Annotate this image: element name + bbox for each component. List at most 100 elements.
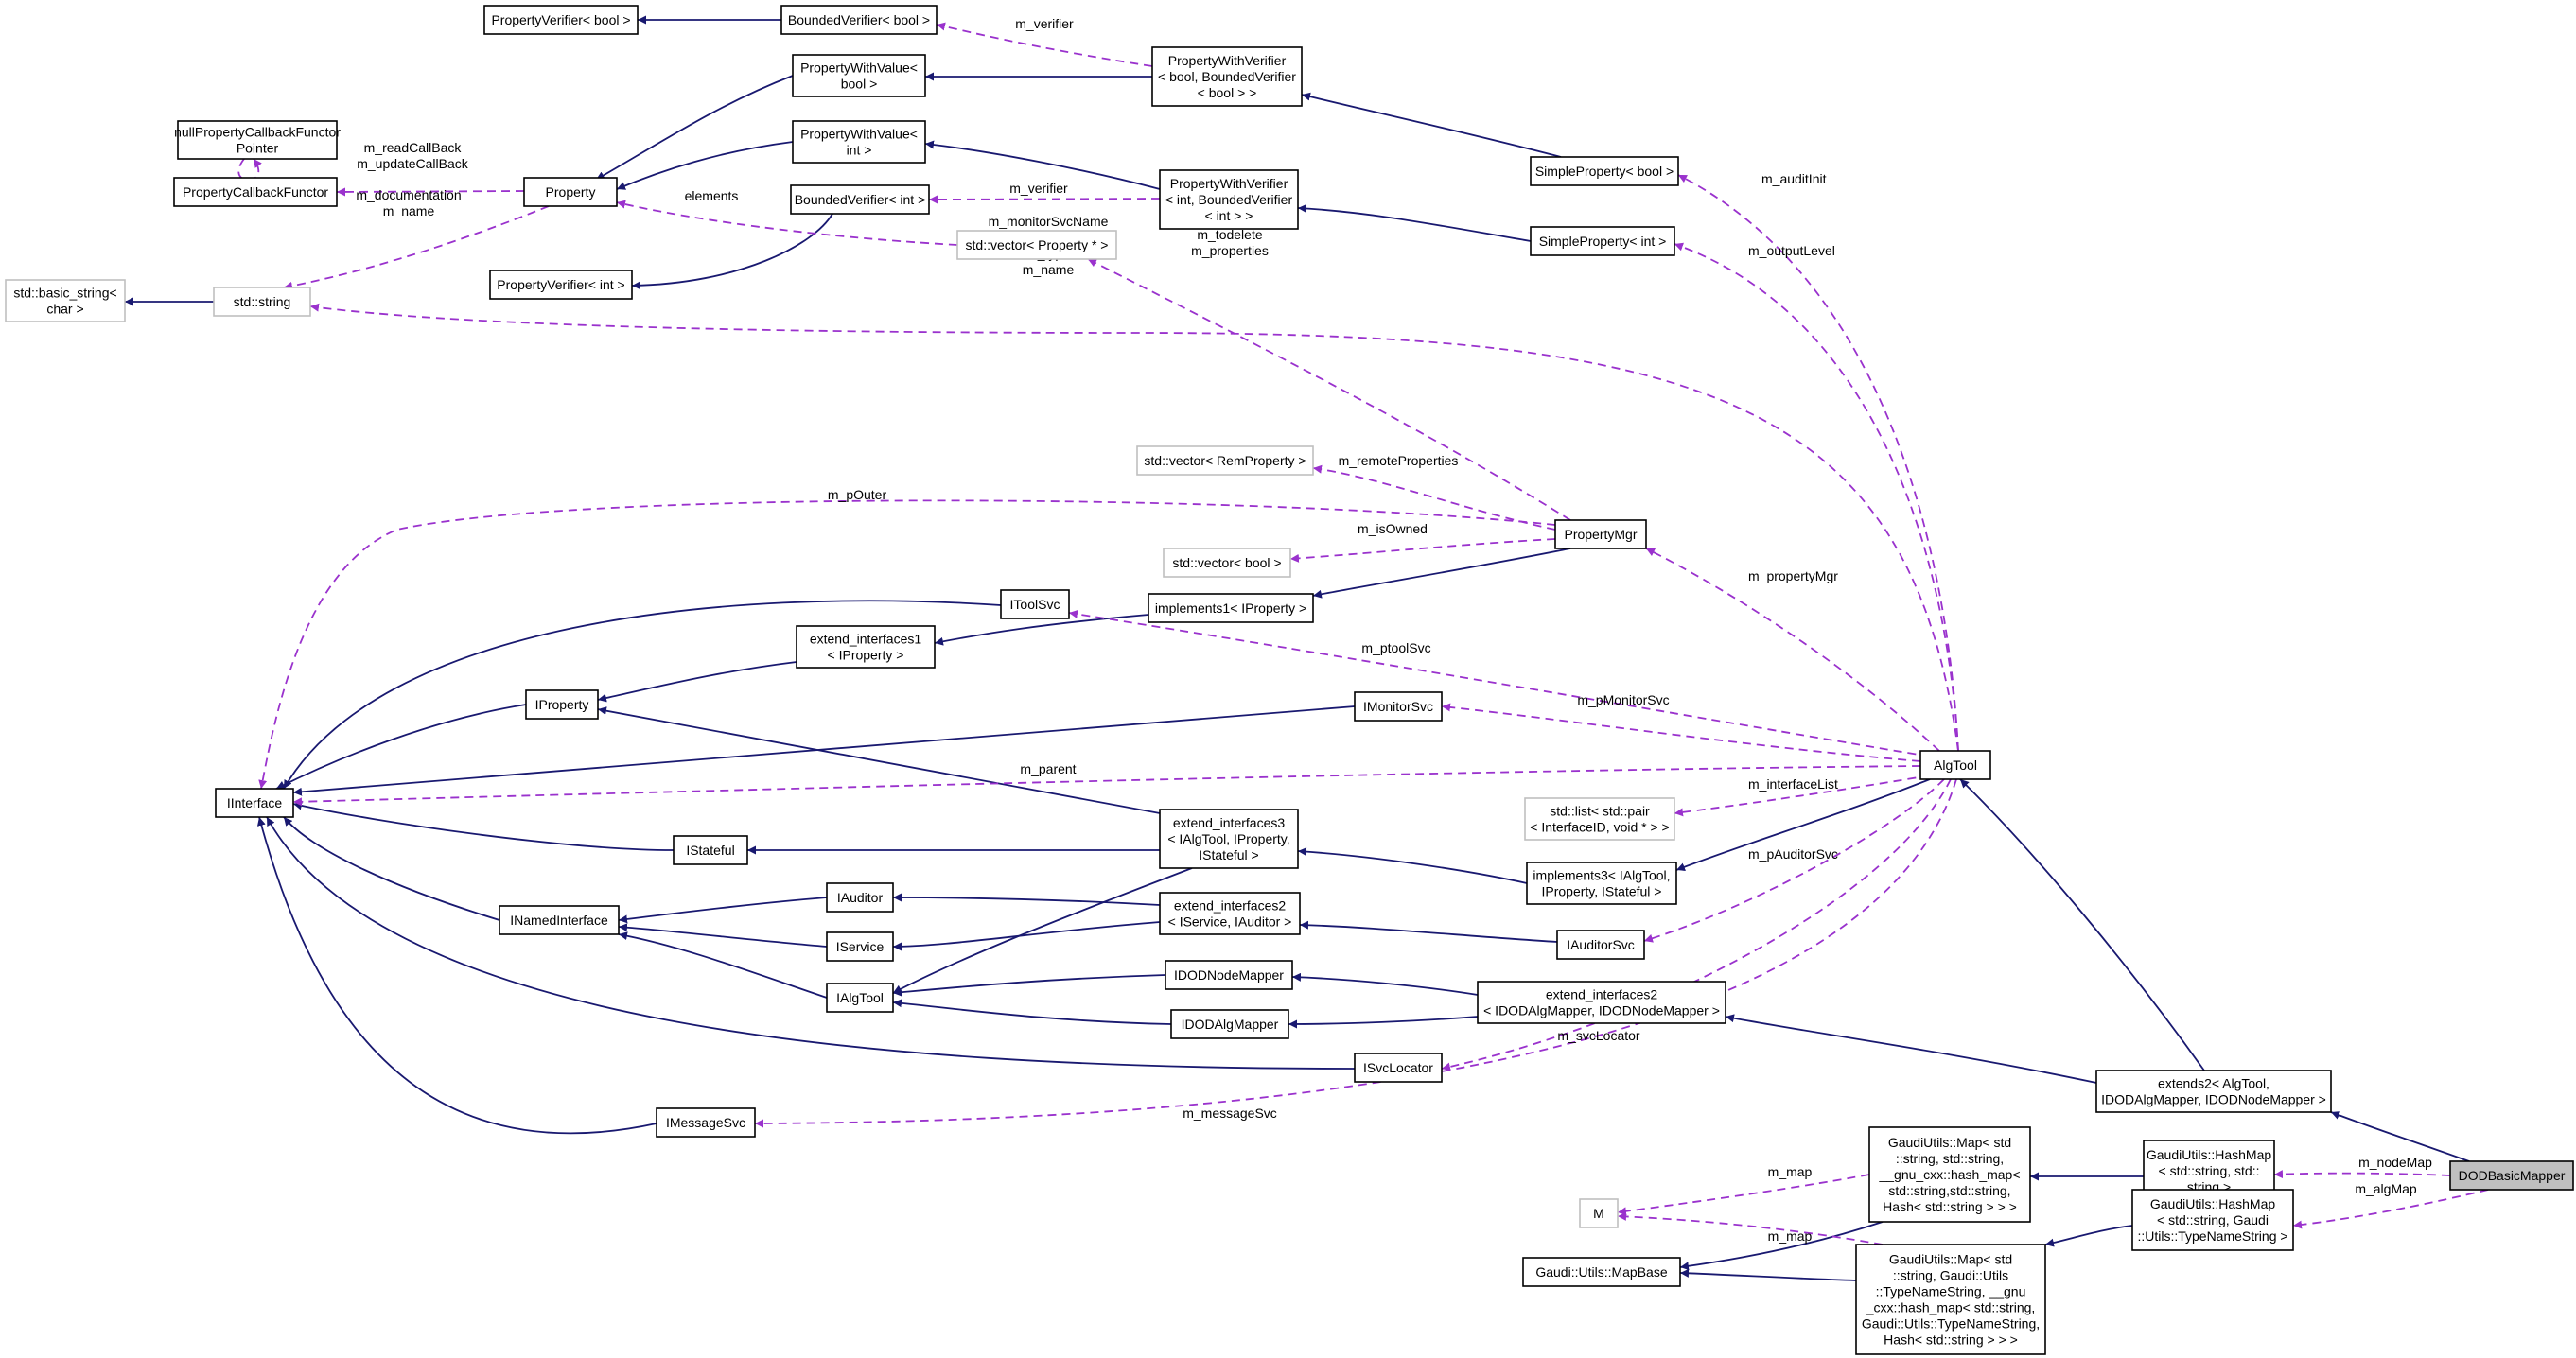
usage-edge-algtool-to-prop-mgr bbox=[1645, 548, 1940, 752]
class-name-line: IAuditor bbox=[837, 890, 884, 905]
class-node-sp-bool[interactable]: SimpleProperty< bool > bbox=[1530, 156, 1679, 186]
class-node-idod-alg[interactable]: IDODAlgMapper bbox=[1170, 1009, 1289, 1039]
usage-edge-algtool-to-isvclocator bbox=[1441, 778, 1952, 1071]
class-node-vec-bool[interactable]: std::vector< bool > bbox=[1163, 548, 1291, 578]
class-name-line: Hash< std::string > > > bbox=[1884, 1332, 2018, 1348]
class-node-std-string[interactable]: std::string bbox=[213, 287, 311, 317]
inheritance-edge-istateful-to-iinterface bbox=[292, 801, 675, 851]
class-node-M[interactable]: M bbox=[1579, 1198, 1619, 1228]
inheritance-edge-isvclocator-to-iinterface bbox=[266, 816, 1356, 1070]
class-node-extends2[interactable]: extends2< AlgTool,IDODAlgMapper, IDODNod… bbox=[2095, 1070, 2332, 1113]
class-node-pwv-int-ver[interactable]: PropertyWithVerifier< int, BoundedVerifi… bbox=[1159, 169, 1299, 230]
class-node-impl3[interactable]: implements3< IAlgTool,IProperty, IStatef… bbox=[1526, 862, 1677, 905]
class-box bbox=[177, 120, 338, 160]
class-name-line: ::TypeNameString, __gnu bbox=[1876, 1284, 2026, 1299]
class-node-imessagesvc[interactable]: IMessageSvc bbox=[656, 1107, 756, 1138]
class-node-iservice[interactable]: IService bbox=[826, 931, 894, 962]
class-name-line: Pointer bbox=[237, 141, 279, 156]
class-name-line: std::basic_string< bbox=[13, 286, 116, 301]
class-node-pwv-bool-ver[interactable]: PropertyWithVerifier< bool, BoundedVerif… bbox=[1151, 46, 1303, 107]
class-node-mapbase[interactable]: Gaudi::Utils::MapBase bbox=[1522, 1257, 1681, 1287]
class-name-line: < IService, IAuditor > bbox=[1168, 914, 1292, 930]
class-name-line: IStateful bbox=[686, 843, 734, 858]
class-node-vec-rem[interactable]: std::vector< RemProperty > bbox=[1136, 445, 1314, 476]
usage-edge-dod-mapper-to-hashmap-tn bbox=[2292, 1189, 2489, 1229]
class-node-ext2-dod[interactable]: extend_interfaces2< IDODAlgMapper, IDODN… bbox=[1477, 981, 1726, 1024]
class-node-iinterface[interactable]: IInterface bbox=[215, 788, 294, 818]
inheritance-edge-iauditorsvc-to-ext2 bbox=[1299, 920, 1558, 943]
class-node-pv-bool[interactable]: PropertyVerifier< bool > bbox=[483, 5, 639, 35]
member-label: m_auditInit bbox=[1761, 171, 1827, 186]
inheritance-edge-hashmap-tn-to-map-tn bbox=[2044, 1225, 2133, 1247]
class-node-idod-node[interactable]: IDODNodeMapper bbox=[1165, 960, 1293, 990]
class-name-line: extend_interfaces3 bbox=[1173, 815, 1286, 830]
class-node-iproperty[interactable]: IProperty bbox=[525, 689, 599, 720]
class-node-hashmap-str[interactable]: GaudiUtils::HashMap< std::string, std::s… bbox=[2143, 1140, 2275, 1202]
class-name-line: < IAlgTool, IProperty, bbox=[1167, 831, 1289, 846]
inheritance-edge-imessagesvc-to-iinterface bbox=[256, 816, 657, 1135]
class-node-bv-bool[interactable]: BoundedVerifier< bool > bbox=[780, 5, 938, 35]
class-node-imonitorsvc[interactable]: IMonitorSvc bbox=[1354, 691, 1443, 722]
class-box bbox=[1524, 797, 1675, 841]
class-node-pv-int[interactable]: PropertyVerifier< int > bbox=[489, 270, 633, 300]
class-name-line: IAuditorSvc bbox=[1567, 937, 1635, 952]
class-node-map-tn[interactable]: GaudiUtils::Map< std::string, Gaudi::Uti… bbox=[1855, 1244, 2046, 1355]
class-box bbox=[792, 120, 926, 164]
class-node-algtool[interactable]: AlgTool bbox=[1919, 750, 1991, 780]
class-node-ext1[interactable]: extend_interfaces1< IProperty > bbox=[796, 625, 936, 669]
usage-edge-algtool-to-itoolsvc bbox=[1068, 609, 1931, 757]
class-box bbox=[1151, 46, 1303, 107]
member-label: m_pAuditorSvc bbox=[1748, 846, 1838, 862]
class-node-hashmap-tn[interactable]: GaudiUtils::HashMap< std::string, Gaudi:… bbox=[2131, 1189, 2294, 1251]
class-name-line: std::vector< bool > bbox=[1172, 555, 1281, 570]
class-box bbox=[1159, 169, 1299, 230]
class-node-impl1[interactable]: implements1< IProperty > bbox=[1148, 593, 1314, 623]
class-node-inamed[interactable]: INamedInterface bbox=[499, 905, 620, 935]
class-node-vec-prop[interactable]: std::vector< Property * > bbox=[956, 230, 1117, 260]
class-name-line: std::list< std::pair bbox=[1550, 804, 1650, 819]
class-node-pwv-int-val[interactable]: PropertyWithValue<int > bbox=[792, 120, 926, 164]
nodes-layer: PropertyVerifier< bool > BoundedVerifier<… bbox=[5, 5, 2574, 1355]
class-name-line: IInterface bbox=[227, 795, 283, 810]
member-label: m_monitorSvcName bbox=[989, 214, 1109, 229]
usage-edge-map-tn-to-M bbox=[1617, 1211, 1884, 1245]
class-node-property[interactable]: Property bbox=[523, 177, 618, 207]
class-node-ext3[interactable]: extend_interfaces3< IAlgTool, IProperty,… bbox=[1159, 809, 1299, 869]
inheritance-edge-ext1-to-iproperty bbox=[597, 661, 797, 703]
class-node-iauditor[interactable]: IAuditor bbox=[826, 882, 894, 913]
member-label: m_isOwned bbox=[1358, 521, 1428, 536]
class-node-list-pair[interactable]: std::list< std::pair< InterfaceID, void … bbox=[1524, 797, 1675, 841]
class-node-itoolsvc[interactable]: IToolSvc bbox=[1000, 589, 1070, 619]
class-node-isvclocator[interactable]: ISvcLocator bbox=[1354, 1053, 1443, 1083]
class-node-pwv-bool-val[interactable]: PropertyWithValue<bool > bbox=[792, 54, 926, 97]
class-box bbox=[792, 54, 926, 97]
class-name-line: AlgTool bbox=[1934, 757, 1977, 773]
inheritance-edge-idod-alg-to-ialgtool bbox=[892, 999, 1172, 1025]
class-node-basic-string[interactable]: std::basic_string<char > bbox=[5, 279, 126, 322]
usage-edge-pwv-bool-ver-to-bv-bool bbox=[936, 22, 1153, 67]
class-node-ext2[interactable]: extend_interfaces2< IService, IAuditor > bbox=[1159, 892, 1301, 935]
class-name-line: implements3< IAlgTool, bbox=[1533, 868, 1670, 883]
class-name-line: PropertyVerifier< int > bbox=[497, 277, 624, 292]
class-node-sp-int[interactable]: SimpleProperty< int > bbox=[1530, 226, 1675, 256]
class-node-iauditorsvc[interactable]: IAuditorSvc bbox=[1556, 930, 1645, 960]
class-box bbox=[1919, 750, 1991, 780]
class-node-prop-mgr[interactable]: PropertyMgr bbox=[1554, 519, 1647, 549]
class-node-istateful[interactable]: IStateful bbox=[673, 835, 748, 865]
inheritance-edge-extends2-to-ext2-dod bbox=[1725, 1014, 2097, 1084]
class-node-prop-cb[interactable]: PropertyCallbackFunctor bbox=[173, 177, 338, 207]
class-node-ialgtool[interactable]: IAlgTool bbox=[826, 983, 894, 1013]
inheritance-edge-impl1-to-ext1 bbox=[934, 614, 1149, 646]
class-node-bv-int[interactable]: BoundedVerifier< int > bbox=[790, 184, 930, 215]
class-node-dod-mapper[interactable]: DODBasicMapper bbox=[2449, 1160, 2574, 1191]
class-name-line: IStateful > bbox=[1199, 847, 1258, 862]
class-name-line: BoundedVerifier< int > bbox=[795, 192, 926, 207]
class-node-map-hash[interactable]: GaudiUtils::Map< std::string, std::strin… bbox=[1868, 1126, 2031, 1223]
class-name-line: char > bbox=[46, 302, 83, 317]
class-box bbox=[790, 184, 930, 215]
class-name-line: Gaudi::Utils::TypeNameString, bbox=[1862, 1316, 2040, 1332]
member-label: m_readCallBack bbox=[364, 140, 463, 155]
inheritance-edge-pwv-bool-val-to-property bbox=[595, 75, 794, 181]
